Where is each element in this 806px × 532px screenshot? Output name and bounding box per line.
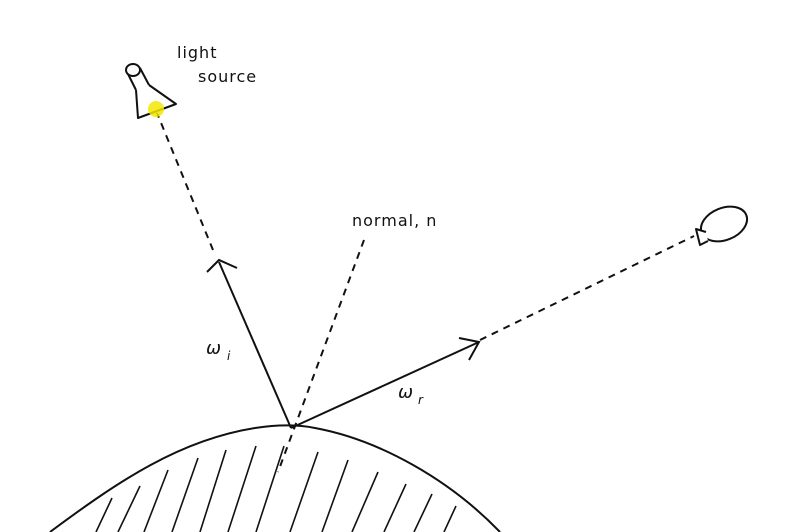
- omega-i-label: ω: [206, 338, 221, 359]
- normal-label: normal, n: [352, 211, 437, 230]
- flashlight-icon: [125, 63, 177, 119]
- light-glow: [148, 101, 164, 117]
- omega-r-label: ω: [398, 382, 413, 403]
- omega-i-vector: [218, 261, 292, 429]
- surface-hatching: [95, 445, 457, 532]
- normal-line: [277, 239, 365, 473]
- omega-r-arrowhead: [458, 337, 481, 361]
- surface-outline: [49, 424, 501, 532]
- view-ray: [479, 235, 695, 341]
- omega-r-vector: [290, 341, 480, 429]
- omega-i-arrowhead: [206, 258, 238, 273]
- omega-r-subscript: r: [418, 393, 424, 407]
- light-source-label-line1: light: [177, 43, 217, 62]
- camera-icon: [695, 205, 749, 246]
- light-source-label-line2: source: [198, 67, 257, 86]
- omega-i-subscript: i: [227, 349, 231, 363]
- surface: [49, 424, 501, 532]
- light-ray: [156, 112, 214, 251]
